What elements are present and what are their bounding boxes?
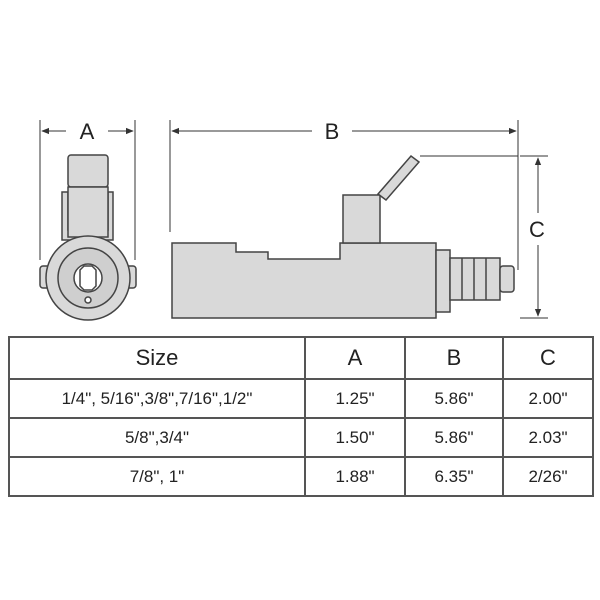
- dimension-b: B: [169, 116, 519, 270]
- cell-c: 2.00": [502, 378, 594, 419]
- dimension-label-a: A: [80, 119, 95, 144]
- header-c: C: [502, 336, 594, 380]
- header-size: Size: [8, 336, 306, 380]
- header-a: A: [304, 336, 406, 380]
- table-row: 5/8",3/4" 1.50" 5.86" 2.03": [8, 417, 594, 458]
- end-view: [39, 154, 137, 321]
- dimension-a: A: [39, 116, 136, 260]
- cell-c: 2.03": [502, 417, 594, 458]
- cell-size: 5/8",3/4": [8, 417, 306, 458]
- cell-b: 6.35": [404, 456, 504, 497]
- table-header-row: Size A B C: [8, 336, 594, 380]
- table-row: 7/8", 1" 1.88" 6.35" 2/26": [8, 456, 594, 497]
- cell-b: 5.86": [404, 378, 504, 419]
- size-table: Size A B C 1/4", 5/16",3/8",7/16",1/2" 1…: [8, 336, 594, 497]
- cell-c: 2/26": [502, 456, 594, 497]
- cell-b: 5.86": [404, 417, 504, 458]
- cell-a: 1.88": [304, 456, 406, 497]
- cell-size: 1/4", 5/16",3/8",7/16",1/2": [8, 378, 306, 419]
- dimension-c: C: [519, 155, 555, 319]
- header-b: B: [404, 336, 504, 380]
- technical-drawing: A B: [39, 116, 555, 321]
- cell-a: 1.50": [304, 417, 406, 458]
- dimension-label-c: C: [529, 217, 545, 242]
- cell-size: 7/8", 1": [8, 456, 306, 497]
- side-view: [171, 154, 518, 319]
- table-row: 1/4", 5/16",3/8",7/16",1/2" 1.25" 5.86" …: [8, 378, 594, 419]
- cell-a: 1.25": [304, 378, 406, 419]
- dimension-label-b: B: [325, 119, 340, 144]
